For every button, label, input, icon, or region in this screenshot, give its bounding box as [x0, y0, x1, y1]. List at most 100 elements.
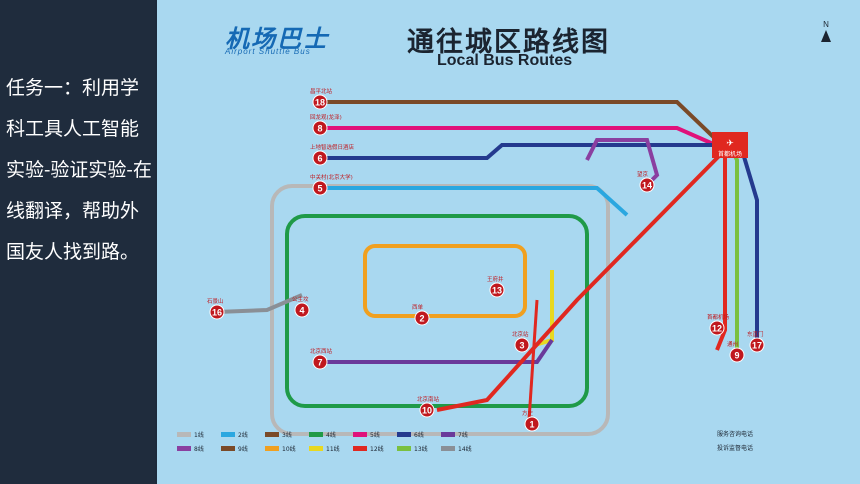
service-hotline-label: 服务咨询电话 — [717, 430, 753, 438]
route-marker-4 — [294, 302, 310, 318]
legend-label: 11线 — [326, 445, 340, 453]
route-number-3: 3 — [519, 341, 524, 351]
route-number-2: 2 — [419, 314, 424, 324]
route-terminal-5: 中关村(北京大学) — [310, 173, 353, 181]
legend-swatch — [397, 432, 411, 437]
legend-label: 6线 — [414, 431, 424, 439]
route-terminal-4: 公主坟 — [292, 295, 309, 303]
route-5-line — [320, 186, 629, 217]
route-14-line — [585, 138, 660, 187]
route-airport-12-line — [715, 150, 727, 351]
route-marker-8 — [312, 120, 328, 136]
bus-route-map: ✈ 首都机场 18 昌平北站 8 回龙观(龙泽) 6 上地智选假日酒店 5 中关村(北京大学)… — [157, 0, 860, 484]
route-1-line — [527, 299, 539, 421]
route-marker-9 — [729, 347, 745, 363]
route-terminal-17: 东直门 — [747, 330, 764, 338]
route-7-line — [320, 338, 554, 364]
route-terminal-2: 西单 — [412, 303, 424, 311]
route-number-17: 17 — [752, 341, 762, 351]
route-marker-16 — [209, 304, 225, 320]
route-number-9: 9 — [734, 351, 739, 361]
legend-swatch — [441, 446, 455, 451]
route-terminal-18: 昌平北站 — [310, 87, 333, 95]
route-number-1: 1 — [529, 420, 534, 430]
route-number-18: 18 — [315, 98, 325, 108]
logo-chinese: 机场巴士 — [225, 25, 329, 53]
legend-swatch — [221, 432, 235, 437]
north-arrow-icon: N — [821, 20, 831, 42]
route-terminal-14: 望京 — [637, 170, 649, 178]
route-terminal-1: 方庄 — [522, 409, 534, 417]
route-marker-12 — [709, 320, 725, 336]
route-ring-4 — [285, 214, 589, 408]
route-number-12: 12 — [712, 324, 722, 334]
route-marker-14 — [639, 177, 655, 193]
legend-label: 2线 — [238, 431, 248, 439]
route-17-line — [740, 149, 759, 340]
route-marker-17 — [749, 337, 765, 353]
route-number-8: 8 — [317, 124, 322, 134]
legend-swatch — [309, 446, 323, 451]
route-12-line — [436, 148, 727, 412]
legend-label: 12线 — [370, 445, 384, 453]
legend-swatch — [353, 446, 367, 451]
legend-label: 10线 — [282, 445, 296, 453]
legend-label: 3线 — [282, 431, 292, 439]
route-terminal-10: 北京南站 — [417, 395, 440, 403]
route-marker-18 — [312, 94, 328, 110]
airport-icon-box — [712, 132, 748, 158]
legend-swatch — [177, 446, 191, 451]
route-marker-7 — [312, 354, 328, 370]
airport-label: 首都机场 — [718, 150, 742, 158]
legend-swatch — [265, 446, 279, 451]
route-marker-3 — [514, 337, 530, 353]
map-title-english: Local Bus Routes — [437, 52, 573, 69]
route-9-line — [730, 149, 739, 350]
route-marker-1 — [524, 416, 540, 432]
legend-label: 9线 — [238, 445, 248, 453]
route-number-6: 6 — [317, 154, 322, 164]
route-number-13: 13 — [492, 286, 502, 296]
route-map-canvas: ✈ 首都机场 18 昌平北站 8 回龙观(龙泽) 6 上地智选假日酒店 5 中关村(北京大学)… — [177, 87, 765, 453]
route-16-line — [216, 293, 303, 314]
legend-label: 1线 — [194, 431, 204, 439]
legend-swatch — [353, 432, 367, 437]
map-title-chinese: 通往城区路线图 — [407, 27, 610, 58]
legend-label: 8线 — [194, 445, 204, 453]
legend-label: 14线 — [458, 445, 472, 453]
legend-label: 13线 — [414, 445, 428, 453]
legend-swatch — [177, 432, 191, 437]
legend-swatch — [309, 432, 323, 437]
route-terminal-8: 回龙观(龙泽) — [310, 113, 342, 121]
complaint-hotline-label: 投诉监督电话 — [717, 444, 753, 452]
airport-plane-icon: ✈ — [726, 139, 734, 149]
route-marker-5 — [312, 180, 328, 196]
legend-swatch — [265, 432, 279, 437]
route-marker-10 — [419, 402, 435, 418]
legend-label: 4线 — [326, 431, 336, 439]
route-number-7: 7 — [317, 358, 322, 368]
route-terminal-12: 首都机场 — [707, 313, 730, 321]
route-ring-outer — [270, 184, 610, 436]
route-6-line — [320, 143, 733, 160]
route-number-14: 14 — [642, 181, 652, 191]
route-marker-2 — [414, 310, 430, 326]
route-ring-2 — [363, 244, 527, 318]
route-8-line — [320, 126, 728, 152]
route-terminal-3: 北京站 — [512, 330, 529, 338]
route-number-5: 5 — [317, 184, 322, 194]
route-terminal-16: 石景山 — [207, 297, 224, 305]
route-terminal-6: 上地智选假日酒店 — [310, 143, 355, 151]
legend-swatch — [441, 432, 455, 437]
legend-swatch — [397, 446, 411, 451]
route-18-line — [320, 100, 729, 152]
legend-swatch — [221, 446, 235, 451]
route-terminal-13: 王府井 — [487, 275, 504, 283]
north-label: N — [823, 20, 829, 29]
legend-label: 5线 — [370, 431, 380, 439]
route-marker-13 — [489, 282, 505, 298]
route-number-10: 10 — [422, 406, 432, 416]
slide-left-panel: 任务一：利用学科工具人工智能实验-验证实验-在线翻译，帮助外国友人找到路。 — [0, 0, 155, 484]
route-terminal-9: 通州 — [727, 340, 738, 348]
